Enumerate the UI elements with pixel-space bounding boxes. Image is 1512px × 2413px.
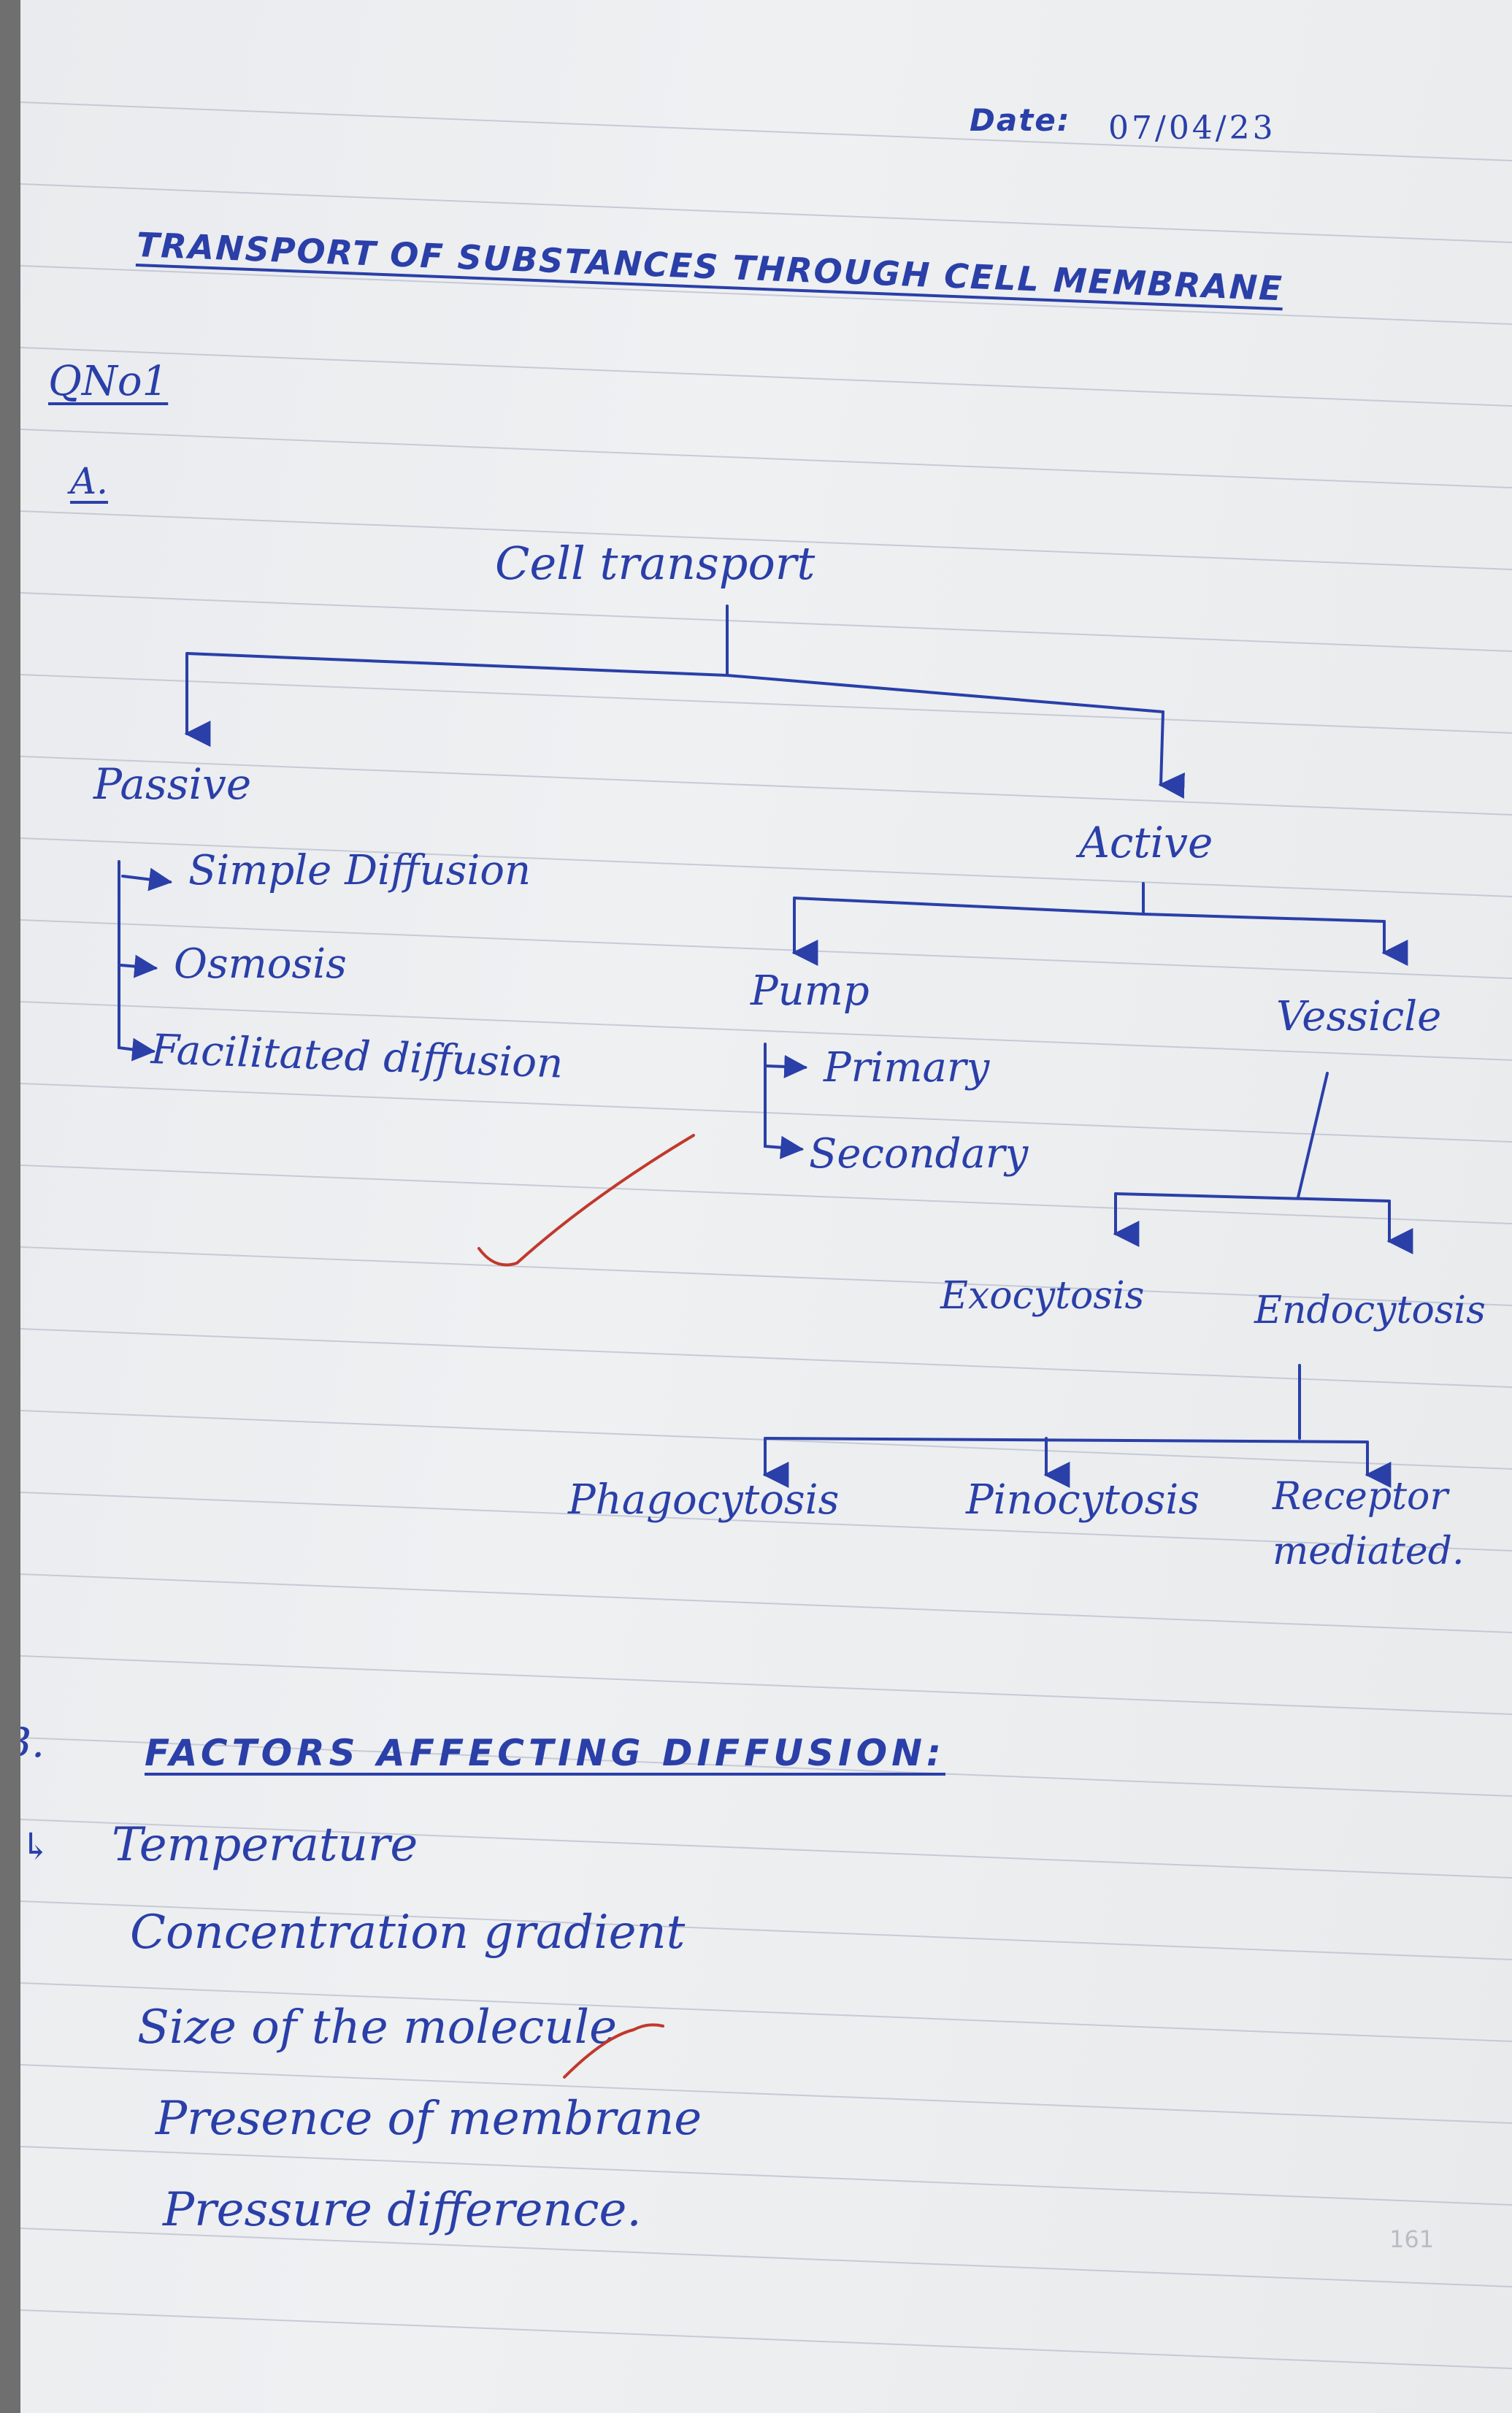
rule-line (20, 919, 1512, 979)
rule-line (20, 837, 1512, 897)
active-node: Active (1079, 818, 1213, 867)
rule-line (20, 1165, 1512, 1224)
bullet-arrow: ↳ (20, 1825, 51, 1868)
rule-line (20, 2146, 1512, 2206)
factors-heading: FACTORS AFFECTING DIFFUSION: (145, 1732, 945, 1774)
rule-line (20, 1900, 1512, 1960)
rule-line (20, 1001, 1512, 1061)
rule-line (20, 756, 1512, 816)
pump-item: Secondary (809, 1130, 1029, 1178)
rule-line (20, 2228, 1512, 2287)
root-node: Cell transport (495, 537, 816, 590)
pump-node: Pump (751, 967, 870, 1015)
rule-line (20, 1573, 1512, 1633)
passive-item: Osmosis (174, 940, 347, 988)
rule-line (20, 592, 1512, 652)
factor-item: Concentration gradient (130, 1906, 686, 1960)
page-number: 161 (1389, 2225, 1435, 2253)
rule-line (20, 2309, 1512, 2369)
endocytosis-node: Endocytosis (1254, 1289, 1486, 1332)
rule-line (20, 183, 1512, 243)
endocytosis-type: Phagocytosis (568, 1476, 840, 1524)
question-number: QNo1 (48, 358, 169, 405)
rule-line (20, 674, 1512, 734)
date-value: 07/04/23 (1108, 110, 1276, 147)
rule-line (20, 510, 1512, 570)
endocytosis-type: Pinocytosis (966, 1476, 1200, 1524)
rule-line (20, 2064, 1512, 2124)
passive-node: Passive (93, 759, 252, 809)
endocytosis-type: Receptor (1273, 1475, 1448, 1519)
pump-item: Primary (824, 1044, 990, 1092)
rule-line (20, 1819, 1512, 1879)
rule-line (20, 1982, 1512, 2042)
part-b-label: B. (20, 1719, 45, 1767)
notebook-page: Date: 07/04/23 TRANSPORT OF SUBSTANCES T… (20, 0, 1512, 2413)
exocytosis-node: Exocytosis (940, 1274, 1145, 1318)
factor-item: Size of the molecule (137, 2000, 617, 2055)
endocytosis-type: mediated. (1273, 1530, 1465, 1573)
part-a-label: A. (70, 460, 109, 502)
rule-line (20, 1246, 1512, 1306)
rule-line (20, 1083, 1512, 1143)
rule-line (20, 1492, 1512, 1551)
vesicle-node: Vessicle (1276, 993, 1442, 1040)
rule-line (20, 1410, 1512, 1470)
rule-line (20, 101, 1512, 161)
factor-item: Presence of membrane (156, 2092, 702, 2146)
factor-item: Temperature (112, 1818, 418, 1872)
factor-item: Pressure difference. (163, 2183, 642, 2237)
rule-line (20, 1328, 1512, 1388)
rule-line (20, 347, 1512, 407)
rule-line (20, 1655, 1512, 1715)
date-label: Date: (970, 102, 1071, 138)
passive-item: Simple Diffusion (188, 847, 531, 894)
rule-line (20, 429, 1512, 488)
rule-line (20, 1737, 1512, 1797)
rule-line (20, 265, 1512, 325)
